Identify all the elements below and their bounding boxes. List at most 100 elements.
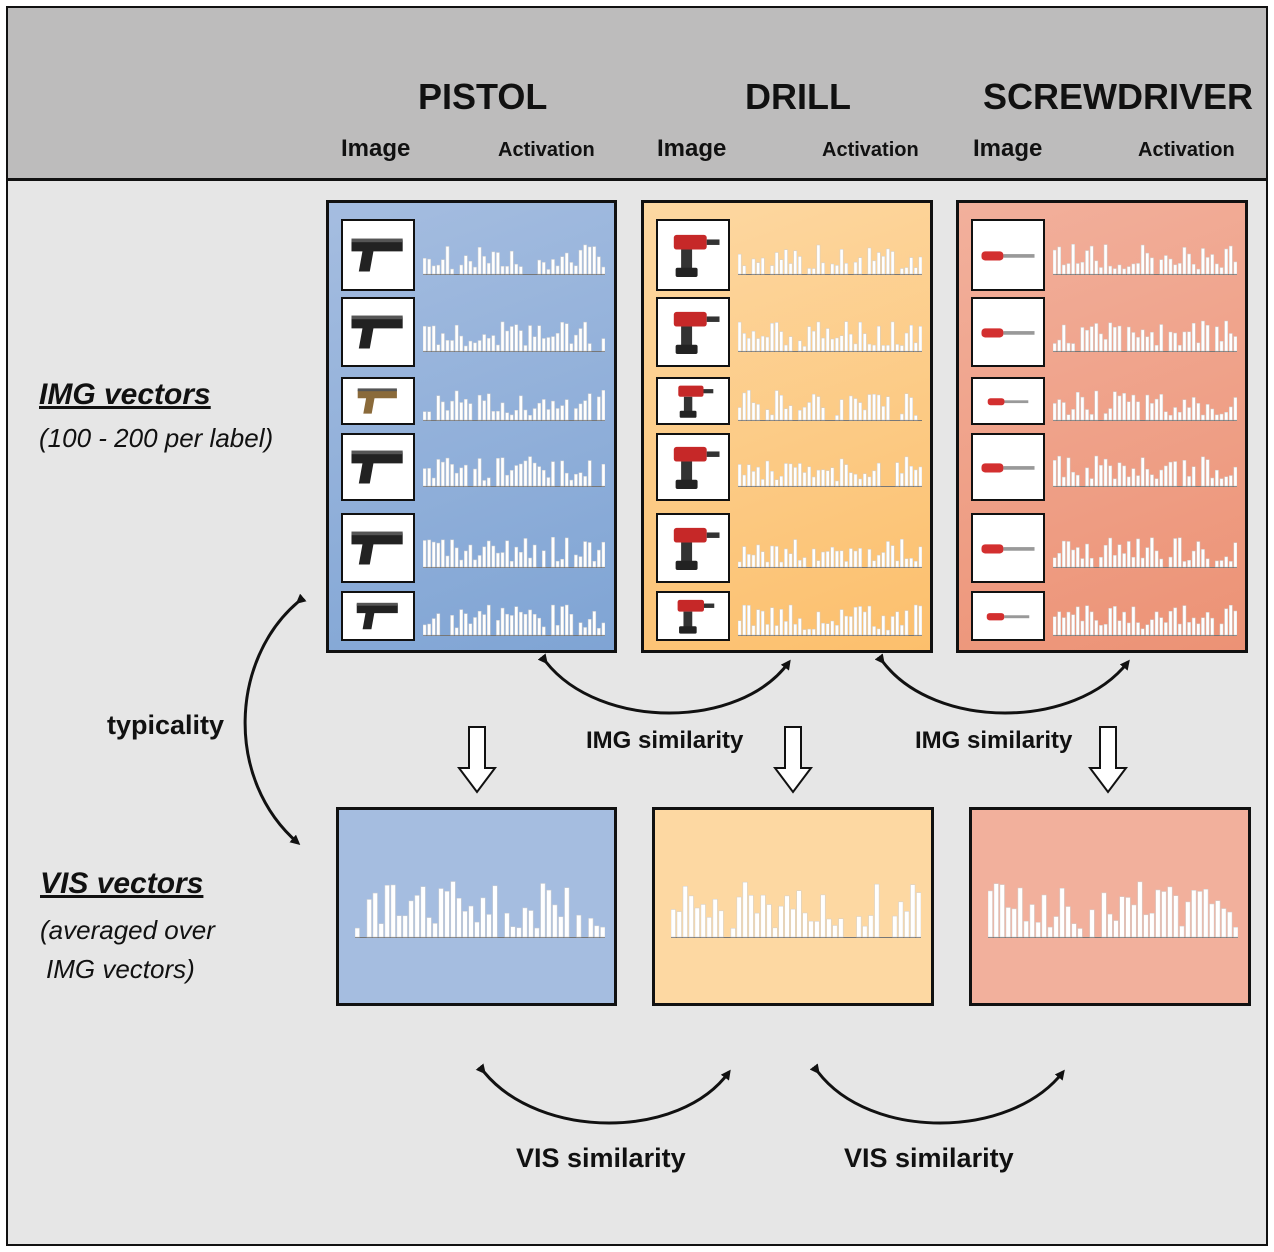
activation-bar bbox=[682, 885, 688, 938]
activation-bar bbox=[510, 926, 516, 938]
activation-bar bbox=[445, 340, 450, 352]
activation-bar bbox=[1187, 331, 1191, 352]
activation-bar bbox=[1228, 333, 1233, 352]
activation-bar bbox=[1122, 465, 1126, 487]
activation-bar bbox=[546, 477, 551, 487]
activation-bar bbox=[742, 333, 747, 352]
activation-bar bbox=[523, 538, 528, 568]
activation-bar bbox=[569, 614, 574, 636]
activation-bar bbox=[482, 546, 486, 568]
activation-bar bbox=[876, 252, 881, 275]
activation-bar bbox=[816, 611, 821, 636]
image-thumbnail bbox=[341, 513, 415, 583]
activation-bar bbox=[770, 323, 774, 352]
activation-bar bbox=[1126, 326, 1131, 352]
activation-bar bbox=[560, 405, 564, 421]
activation-bar bbox=[988, 890, 993, 938]
activation-bar bbox=[477, 610, 482, 636]
activation-bar bbox=[747, 337, 751, 352]
activation-bar bbox=[796, 890, 802, 938]
activation-bar bbox=[576, 914, 582, 938]
activation-bar bbox=[578, 556, 583, 568]
activation-bar bbox=[1089, 245, 1094, 275]
activation-bar bbox=[909, 558, 913, 568]
activation-bar bbox=[1122, 611, 1126, 636]
activation-bar bbox=[441, 461, 445, 487]
activation-bar bbox=[849, 395, 853, 421]
activation-bar bbox=[542, 550, 546, 568]
activation-bar bbox=[431, 541, 436, 568]
activation-bar bbox=[825, 328, 830, 352]
activation-bar bbox=[1196, 623, 1201, 636]
activation-bar bbox=[486, 477, 491, 487]
activation-histogram bbox=[1053, 244, 1237, 275]
activation-bar bbox=[760, 551, 765, 568]
activation-bar bbox=[1215, 560, 1219, 568]
activation-bar bbox=[509, 470, 514, 487]
activation-bar bbox=[718, 910, 724, 938]
activation-bar bbox=[858, 548, 862, 568]
activation-bar bbox=[482, 480, 486, 487]
activation-bar bbox=[454, 547, 459, 568]
activation-bar bbox=[1057, 553, 1062, 568]
activation-bar bbox=[1107, 913, 1113, 938]
activation-bar bbox=[1075, 474, 1080, 487]
activation-bar bbox=[862, 611, 867, 636]
activation-bar bbox=[560, 256, 564, 275]
activation-bar bbox=[496, 458, 500, 487]
activation-bar bbox=[505, 540, 509, 568]
activation-bar bbox=[438, 888, 444, 938]
img-panel-drill bbox=[641, 200, 933, 653]
activation-bar bbox=[587, 343, 592, 352]
activation-bar bbox=[423, 624, 427, 636]
activation-bar bbox=[1182, 605, 1187, 636]
activation-bar bbox=[839, 550, 844, 568]
activation-bar bbox=[798, 618, 802, 636]
activation-bar bbox=[574, 554, 578, 568]
activation-bar bbox=[736, 896, 742, 938]
activation-bar bbox=[1140, 557, 1145, 568]
activation-bar bbox=[807, 466, 811, 487]
activation-bar bbox=[574, 265, 578, 275]
activation-bar bbox=[1167, 886, 1173, 938]
activation-bar bbox=[1103, 545, 1108, 568]
activation-bar bbox=[546, 269, 551, 275]
activation-bar bbox=[779, 609, 784, 636]
activation-bar bbox=[1224, 412, 1228, 421]
activation-bar bbox=[688, 895, 694, 938]
activation-bar bbox=[849, 548, 853, 568]
activation-bar bbox=[890, 321, 895, 352]
activation-bar bbox=[1233, 397, 1237, 421]
activation-bar bbox=[564, 604, 569, 636]
activation-bar bbox=[473, 266, 477, 275]
vis-vectors-subtitle-line1: (averaged over bbox=[40, 915, 215, 945]
activation-bar bbox=[1145, 468, 1150, 487]
pistol-icon bbox=[351, 238, 403, 272]
activation-bar bbox=[1177, 344, 1182, 352]
activation-bar bbox=[464, 613, 468, 636]
activation-bar bbox=[904, 393, 909, 421]
activation-bar bbox=[867, 549, 872, 568]
activation-bar bbox=[858, 478, 862, 487]
activation-bar bbox=[1113, 391, 1117, 421]
activation-bar bbox=[706, 917, 712, 938]
category-title-drill: DRILL bbox=[745, 76, 851, 117]
activation-bar bbox=[890, 545, 895, 568]
activation-bar bbox=[532, 614, 537, 636]
activation-bar bbox=[830, 546, 835, 568]
activation-bar bbox=[1099, 267, 1103, 275]
activation-bar bbox=[811, 330, 816, 352]
activation-bar bbox=[564, 472, 569, 487]
down-arrow-pistol bbox=[457, 726, 497, 794]
activation-bar bbox=[784, 621, 788, 636]
activation-bar bbox=[774, 252, 779, 275]
activation-bar bbox=[1113, 555, 1117, 568]
down-arrow-drill bbox=[773, 726, 813, 794]
activation-bar bbox=[528, 910, 534, 938]
activation-bar bbox=[886, 396, 890, 421]
activation-bar bbox=[1136, 622, 1140, 636]
activation-bar bbox=[830, 338, 835, 352]
activation-bar bbox=[496, 552, 500, 568]
activation-bar bbox=[821, 337, 825, 352]
activation-bar bbox=[578, 622, 583, 636]
